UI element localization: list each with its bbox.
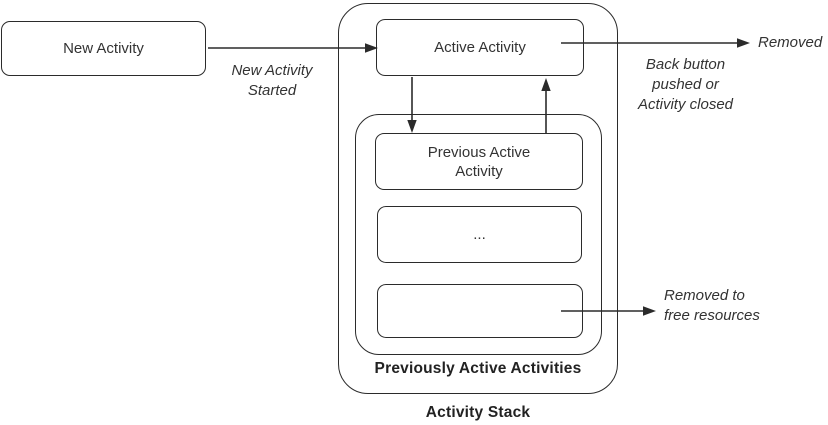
container-previously-active-activities	[355, 114, 602, 355]
edge-label-removed: Removed	[758, 34, 823, 51]
container-activity-stack	[338, 3, 618, 394]
caption-activity-stack: Activity Stack	[425, 404, 531, 421]
node-previous-active-activity: Previous Active Activity	[375, 133, 583, 190]
caption-previously-active-activities: Previously Active Activities	[374, 360, 582, 377]
node-oldest-activity-empty	[377, 284, 583, 338]
edge-label-back-button-pushed: Back button pushed or Activity closed	[637, 56, 734, 113]
node-active-activity: Active Activity	[376, 19, 584, 76]
arrowhead-right-icon	[737, 38, 750, 48]
edge-label-new-activity-started: New Activity Started	[231, 62, 313, 99]
node-new-activity: New Activity	[1, 21, 206, 76]
arrowhead-right-icon	[643, 306, 656, 316]
edge-label-removed-to-free-resources: Removed to free resources	[664, 287, 760, 324]
node-older-activity-ellipsis: ...	[377, 206, 582, 263]
